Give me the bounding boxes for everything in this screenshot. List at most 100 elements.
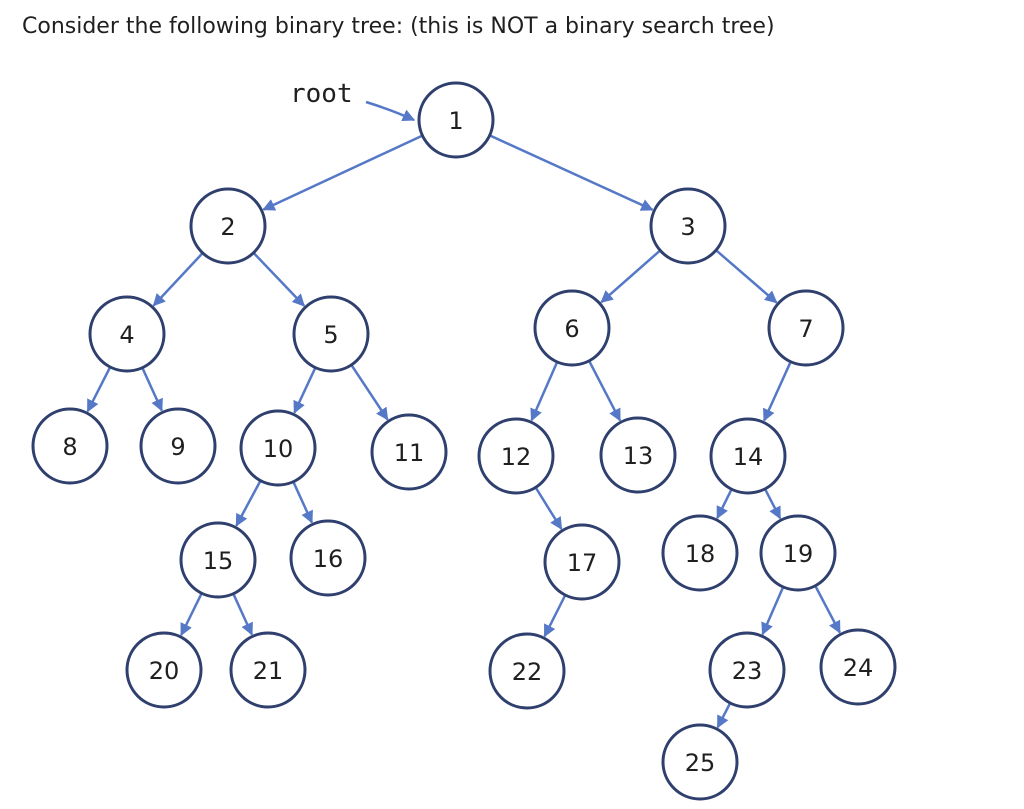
node-circle	[599, 416, 677, 494]
prompt-text: Consider the following binary tree: (thi…	[22, 14, 775, 39]
node-label: 13	[623, 442, 654, 470]
node-label: 4	[119, 321, 134, 349]
node-label: 11	[394, 439, 425, 467]
tree-node-9: 9	[139, 407, 217, 485]
node-label: 20	[149, 657, 180, 685]
tree-node-23: 23	[708, 631, 786, 709]
node-label: 8	[62, 433, 77, 461]
edge-3-7	[715, 249, 778, 304]
node-label: 18	[685, 540, 716, 568]
tree-node-25: 25	[661, 723, 739, 801]
tree-node-20: 20	[125, 631, 203, 709]
node-label: 5	[323, 321, 338, 349]
root-pointer: root	[290, 79, 416, 122]
node-label: 2	[220, 213, 235, 241]
edge-3-6	[600, 249, 662, 304]
node-circle	[477, 417, 555, 495]
node-circle	[533, 289, 611, 367]
node-circle	[759, 514, 837, 592]
edge-10-16	[292, 481, 314, 524]
tree-node-18: 18	[661, 514, 739, 592]
root-arrow	[365, 100, 416, 122]
node-circle	[88, 295, 166, 373]
tree-node-3: 3	[649, 187, 727, 265]
node-label: 22	[512, 658, 543, 686]
tree-node-13: 13	[599, 416, 677, 494]
edge-4-8	[86, 366, 112, 413]
tree-node-8: 8	[31, 407, 109, 485]
tree-node-21: 21	[229, 631, 307, 709]
tree-node-5: 5	[292, 295, 370, 373]
node-circle	[179, 521, 257, 599]
edge-17-22	[543, 594, 567, 638]
node-circle	[649, 187, 727, 265]
node-circle	[239, 409, 317, 487]
node-circle	[229, 631, 307, 709]
edge-14-18	[716, 488, 733, 520]
node-circle	[292, 295, 370, 373]
node-circle	[708, 631, 786, 709]
tree-node-7: 7	[767, 289, 845, 367]
node-label: 14	[733, 443, 764, 471]
edge-5-11	[350, 364, 389, 421]
node-label: 9	[170, 433, 185, 461]
node-circle	[767, 289, 845, 367]
node-label: 23	[732, 657, 763, 685]
node-label: 1	[448, 107, 463, 135]
edge-19-24	[814, 585, 841, 634]
edge-4-9	[141, 367, 163, 412]
node-label: 12	[501, 443, 532, 471]
edge-2-5	[252, 251, 306, 307]
node-circle	[125, 631, 203, 709]
edge-23-25	[716, 702, 732, 729]
tree-node-6: 6	[533, 289, 611, 367]
root-label: root	[290, 79, 353, 109]
node-circle	[289, 519, 367, 597]
edge-19-23	[761, 586, 785, 636]
node-label: 19	[783, 540, 814, 568]
node-label: 25	[685, 749, 716, 777]
node-label: 7	[798, 315, 813, 343]
edge-1-2	[262, 134, 423, 211]
tree-node-4: 4	[88, 295, 166, 373]
tree-node-10: 10	[239, 409, 317, 487]
node-label: 6	[564, 315, 579, 343]
node-circle	[370, 413, 448, 491]
node-label: 15	[203, 547, 234, 575]
node-circle	[417, 81, 495, 159]
node-circle	[661, 514, 739, 592]
node-label: 3	[680, 213, 695, 241]
node-circle	[819, 628, 897, 706]
tree-node-12: 12	[477, 417, 555, 495]
edge-1-3	[489, 134, 654, 211]
node-circle	[31, 407, 109, 485]
node-label: 10	[263, 435, 294, 463]
edge-5-10	[293, 367, 317, 414]
edge-2-4	[152, 252, 204, 307]
edge-10-15	[235, 480, 262, 527]
node-label: 16	[313, 545, 344, 573]
edges-layer	[86, 134, 841, 729]
edge-6-12	[530, 361, 559, 422]
node-circle	[139, 407, 217, 485]
tree-node-22: 22	[488, 632, 566, 710]
edge-15-21	[232, 593, 254, 636]
edge-15-20	[180, 592, 203, 637]
tree-node-24: 24	[819, 628, 897, 706]
node-label: 24	[843, 654, 874, 682]
node-circle	[709, 417, 787, 495]
tree-node-17: 17	[543, 523, 621, 601]
tree-node-14: 14	[709, 417, 787, 495]
tree-node-15: 15	[179, 521, 257, 599]
tree-node-2: 2	[189, 187, 267, 265]
edge-7-14	[762, 361, 792, 422]
edge-12-17	[534, 486, 563, 530]
tree-node-19: 19	[759, 514, 837, 592]
edge-6-13	[587, 360, 622, 422]
node-label: 17	[567, 549, 598, 577]
node-circle	[189, 187, 267, 265]
tree-node-16: 16	[289, 519, 367, 597]
node-circle	[543, 523, 621, 601]
